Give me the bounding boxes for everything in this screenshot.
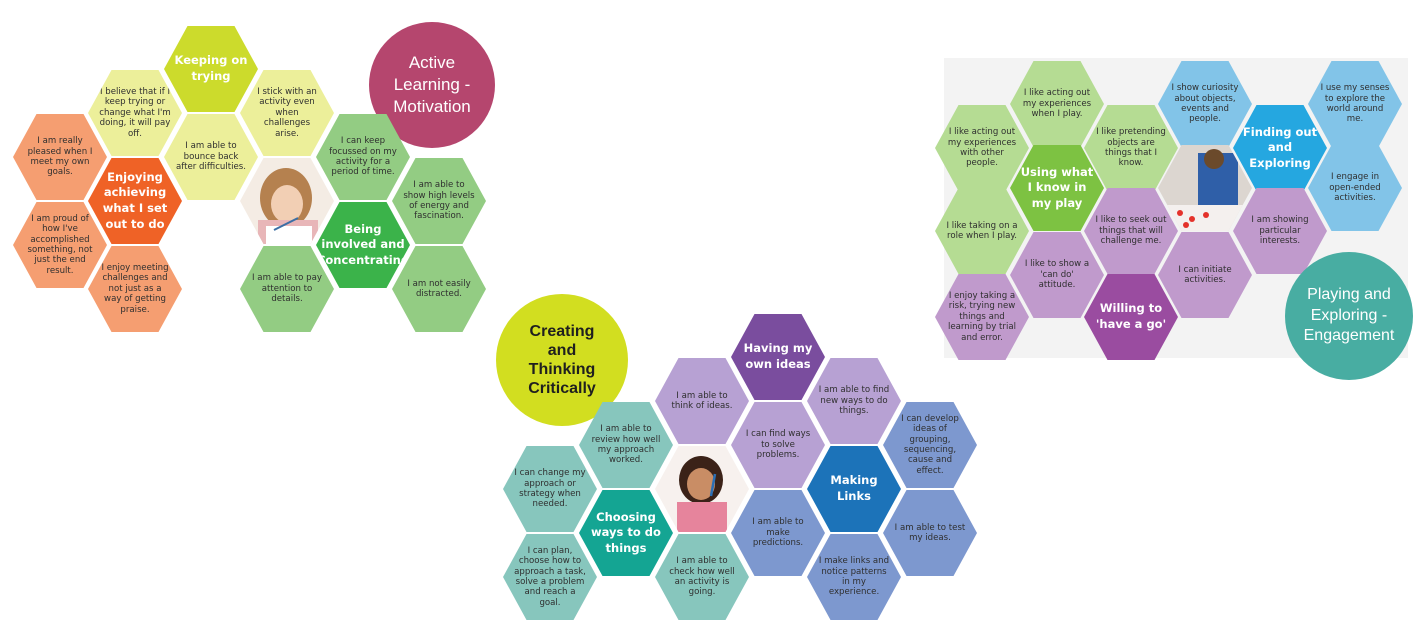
choosing-ways-hex: Choosing ways to do things [579,490,673,576]
make-predictions-hex: I am able to make predictions. [731,490,825,576]
notice-patterns-hex: I make links and notice patterns in my e… [807,534,901,620]
motivation-circle-label: Active Learning - Motivation [393,53,471,116]
making-links-hex: Making Links [807,446,901,532]
girl-writing-photo [240,158,334,244]
develop-ideas-hex: I can develop ideas of grouping, sequenc… [883,402,977,488]
pleased-goals-hex: I am really pleased when I meet my own g… [13,114,107,200]
new-ways-hex: I am able to find new ways to do things. [807,358,901,444]
test-ideas-hex: I am able to test my ideas. [883,490,977,576]
bounce-back-hex: I am able to bounce back after difficult… [164,114,258,200]
enjoying-achieving-hex: Enjoying achieving what I set out to do [88,158,182,244]
change-approach-hex: I can change my approach or strategy whe… [503,446,597,532]
being-involved-hex: Being involved and Concentrating [316,202,410,288]
stick-with-activity-hex: I stick with an activity even when chall… [240,70,334,156]
review-approach-hex: I am able to review how well my approach… [579,402,673,488]
enjoy-challenges-hex: I enjoy meeting challenges and not just … [88,246,182,332]
taking-on-role-hex: I like taking on a role when I play. [935,188,1029,274]
critical-circle-label: Creating and Thinking Critically [528,322,596,398]
acting-with-others-hex: I like acting out my experiences with ot… [935,105,1029,191]
engagement-circle-label: Playing and Exploring - Engagement [1303,286,1395,345]
not-distracted-hex: I am not easily distracted. [392,246,486,332]
check-activity-hex: I am able to check how well an activity … [655,534,749,620]
solve-problems-hex: I can find ways to solve problems. [731,402,825,488]
engagement-circle: Playing and Exploring - Engagement [1285,252,1413,380]
think-of-ideas-hex: I am able to think of ideas. [655,358,749,444]
proud-accomplished-hex: I am proud of how I've accomplished some… [13,202,107,288]
energy-fascination-hex: I am able to show high levels of energy … [392,158,486,244]
girl-thinking-photo [655,446,749,532]
pay-attention-hex: I am able to pay attention to details. [240,246,334,332]
taking-risk-hex: I enjoy taking a risk, trying new things… [935,274,1029,360]
keeping-on-trying-hex: Keeping on trying [164,26,258,112]
having-own-ideas-hex: Having my own ideas [731,314,825,400]
believe-trying-hex: I believe that if I keep trying or chang… [88,70,182,156]
plan-choose-hex: I can plan, choose how to approach a tas… [503,534,597,620]
